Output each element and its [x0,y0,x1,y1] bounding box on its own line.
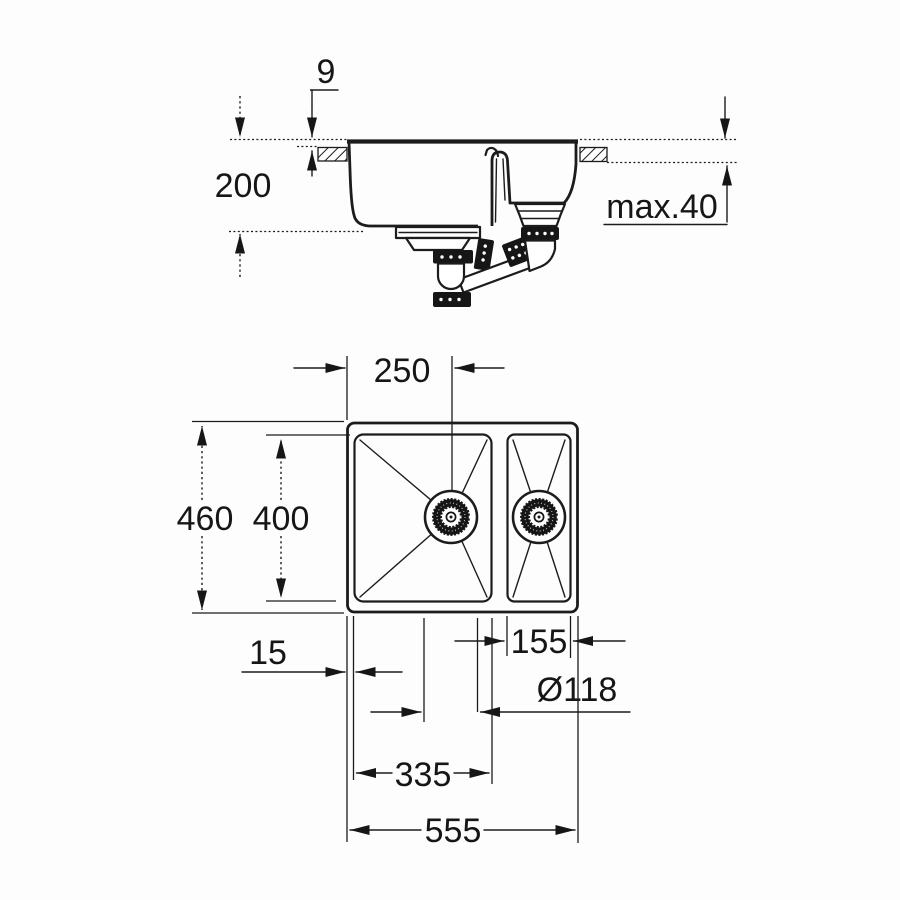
dimension-155: 155 [454,616,626,661]
trap-u-tube [436,262,466,291]
countertop-right [579,138,737,164]
drain-main [423,489,479,545]
dimension-label-155: 155 [511,623,568,661]
dimension-label-250: 250 [374,352,431,390]
dimension-label-335: 335 [395,756,452,794]
counter-hatch-left [317,146,348,162]
small-bowl [506,433,572,603]
dimension-9: 9 [307,53,339,177]
dimension-label-400: 400 [253,500,310,538]
main-bowl [353,433,493,603]
dimension-label-555: 555 [425,812,482,850]
counter-hatch-right [579,146,608,163]
dimension-555: 555 [349,616,579,850]
dimension-label-460: 460 [177,500,234,538]
dimension-label-15: 15 [249,634,287,672]
dimension-label-200: 200 [215,167,272,205]
small-drain-flange [513,202,567,228]
drain-small [511,489,567,545]
countertop-left [230,138,348,162]
sink-outer-rim [346,421,579,614]
dimension-max40: max.40 [603,96,732,226]
dimension-label-max40: max.40 [606,188,718,226]
plan-view: 250 460 400 15 [177,352,631,850]
dimension-400: 400 [253,434,350,602]
dimension-460: 460 [177,420,344,614]
sink-body-section [347,139,578,228]
dimension-15: 15 [241,616,403,842]
dimension-250: 250 [293,352,505,420]
drain-assembly [394,202,567,307]
waste-lever [484,146,500,158]
trap-elbow [523,239,557,273]
dimension-label-9: 9 [317,53,336,91]
dimension-label-118: Ø118 [537,671,618,709]
dimension-118: Ø118 [370,618,631,722]
section-view: 9 200 max.40 [215,53,737,307]
dimension-200: 200 [215,96,364,277]
dimension-335: 335 [355,618,493,794]
